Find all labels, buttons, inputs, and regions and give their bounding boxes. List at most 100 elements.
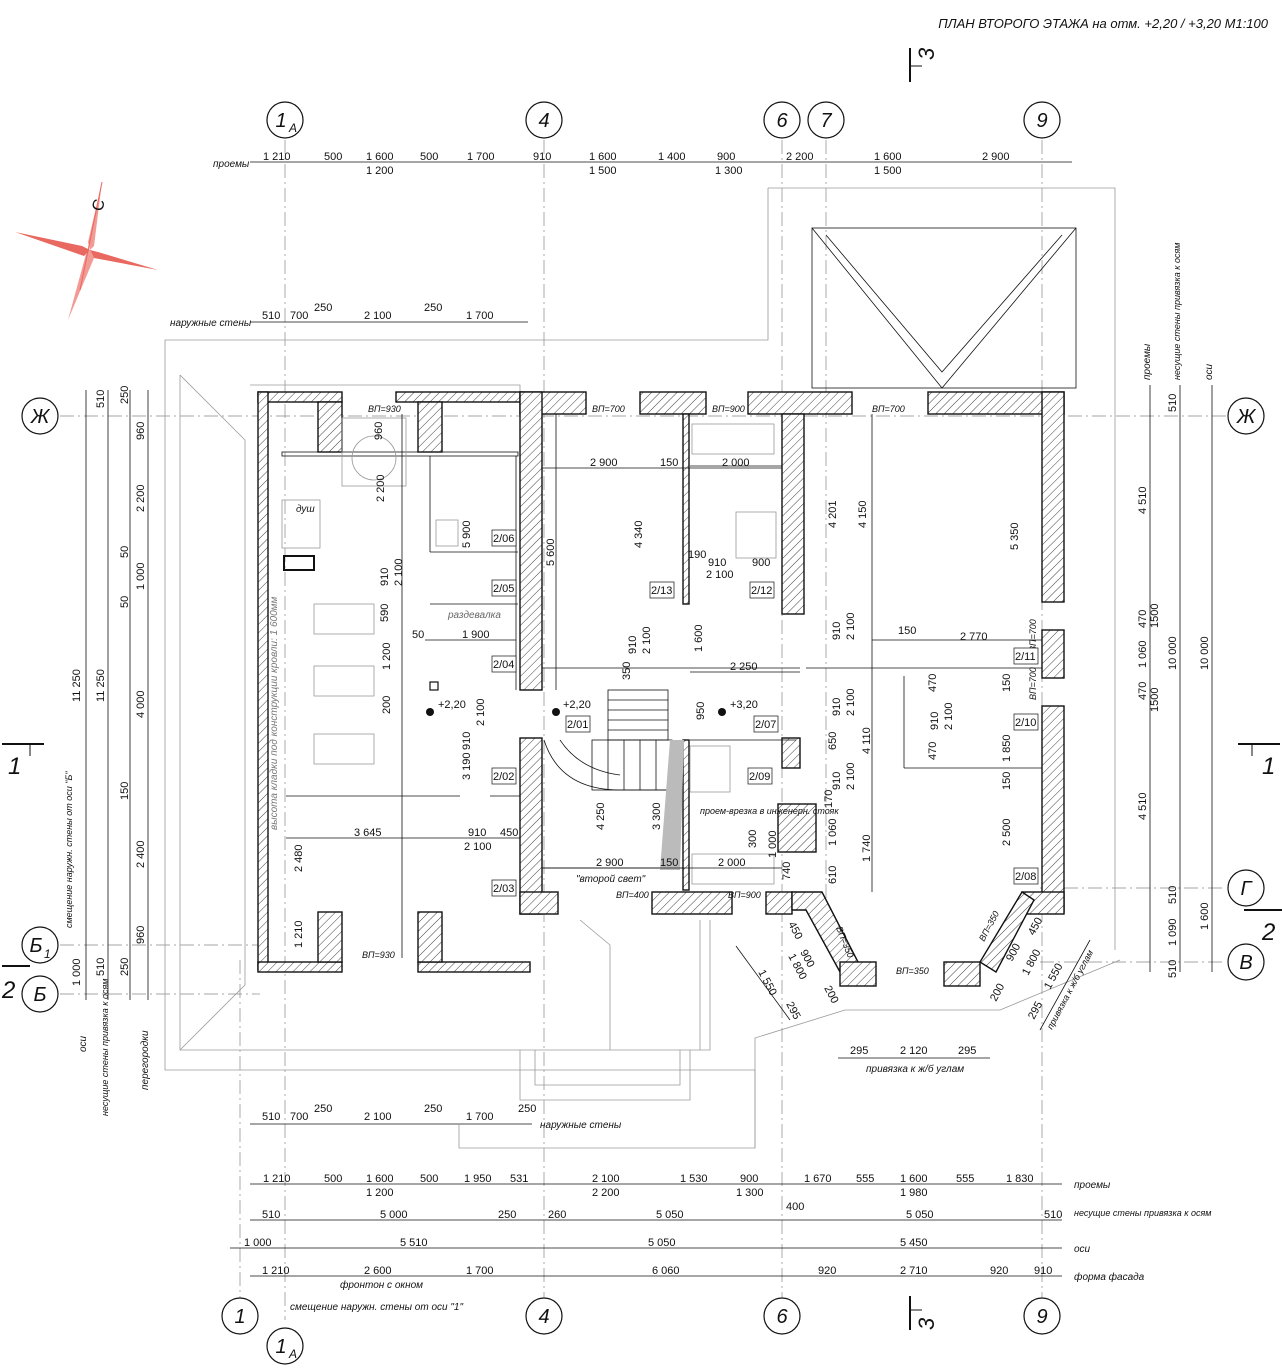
svg-text:4 250: 4 250	[595, 802, 607, 830]
svg-text:2 900: 2 900	[982, 151, 1010, 163]
svg-text:проемы: проемы	[213, 159, 250, 170]
room-tag-2-03: 2/03	[491, 879, 517, 897]
section-mark-3-bottom: 3	[909, 1296, 939, 1330]
svg-text:910: 910	[627, 636, 639, 654]
svg-text:4 340: 4 340	[633, 520, 645, 548]
svg-text:510: 510	[95, 390, 107, 408]
svg-text:650: 650	[827, 732, 839, 750]
svg-text:2/08: 2/08	[1015, 871, 1036, 883]
room-tag-2-05: 2/05	[491, 579, 517, 597]
compass-north-label: С	[89, 197, 108, 213]
room-tag-2-02: 2/02	[491, 767, 517, 785]
svg-text:2 100: 2 100	[475, 698, 487, 726]
svg-text:2 100: 2 100	[845, 762, 857, 790]
svg-text:1: 1	[1262, 753, 1275, 780]
svg-text:наружные стены: наружные стены	[540, 1120, 622, 1131]
svg-text:1 000: 1 000	[135, 562, 147, 590]
room-tag-2-07: 2/07	[753, 715, 779, 733]
svg-text:2/02: 2/02	[493, 771, 514, 783]
svg-text:610: 610	[827, 866, 839, 884]
svg-text:5 900: 5 900	[461, 520, 473, 548]
svg-text:500: 500	[324, 1173, 342, 1185]
svg-text:2 100: 2 100	[464, 841, 492, 853]
svg-text:295: 295	[958, 1045, 976, 1057]
axis-bubble-9-top: 9	[1023, 101, 1061, 139]
svg-text:510: 510	[1044, 1209, 1062, 1221]
svg-text:1 210: 1 210	[293, 920, 305, 948]
svg-text:2 100: 2 100	[845, 612, 857, 640]
svg-text:250: 250	[518, 1103, 536, 1115]
svg-text:910: 910	[929, 712, 941, 730]
room-tag-2-09: 2/09	[747, 767, 773, 785]
svg-text:смещение наружн. стены от оси: смещение наружн. стены от оси "Б"	[64, 771, 74, 928]
svg-text:400: 400	[786, 1201, 804, 1213]
svg-text:ВП=700: ВП=700	[1028, 619, 1038, 652]
svg-text:несущие стены привязка к осям: несущие стены привязка к осям	[1074, 1208, 1211, 1218]
svg-text:Ж: Ж	[1236, 406, 1257, 428]
svg-text:5 050: 5 050	[656, 1209, 684, 1221]
svg-text:4 110: 4 110	[861, 727, 873, 754]
svg-text:проемы: проемы	[1142, 343, 1153, 380]
svg-text:910: 910	[461, 732, 473, 750]
axis-bubble-g-right: Г	[1227, 869, 1265, 907]
svg-text:200: 200	[988, 982, 1007, 1004]
svg-text:2 000: 2 000	[718, 857, 746, 869]
svg-text:ВП=700: ВП=700	[1028, 667, 1038, 700]
room-tag-2-11: 2/11	[1013, 647, 1039, 665]
svg-text:9: 9	[1036, 110, 1047, 132]
svg-text:910: 910	[831, 622, 843, 640]
dim-column-left: 510 250 960 2 200 50 1 000 50 11 250 11 …	[64, 386, 151, 1116]
axis-lines	[60, 140, 1230, 1320]
svg-text:250: 250	[498, 1209, 516, 1221]
svg-text:510: 510	[262, 1209, 280, 1221]
svg-text:2 120: 2 120	[900, 1045, 928, 1057]
svg-text:2/07: 2/07	[755, 719, 776, 731]
svg-text:1 900: 1 900	[462, 629, 490, 641]
svg-text:510: 510	[1167, 960, 1179, 978]
section-mark-1-right: 1	[1238, 743, 1280, 780]
svg-text:150: 150	[119, 782, 131, 800]
svg-text:300: 300	[747, 830, 759, 848]
svg-text:700: 700	[290, 310, 308, 322]
svg-text:510: 510	[262, 310, 280, 322]
svg-text:1 600: 1 600	[1199, 902, 1211, 930]
svg-text:2/13: 2/13	[651, 585, 672, 597]
svg-text:1 700: 1 700	[467, 151, 495, 163]
svg-text:1 060: 1 060	[827, 818, 839, 846]
svg-text:1 600: 1 600	[366, 1173, 394, 1185]
svg-text:3 190: 3 190	[461, 752, 473, 780]
svg-text:470: 470	[1137, 610, 1149, 628]
svg-text:1 200: 1 200	[366, 165, 394, 177]
svg-text:1 400: 1 400	[658, 151, 686, 163]
svg-text:ВП=930: ВП=930	[368, 404, 401, 414]
svg-text:1 830: 1 830	[1006, 1173, 1034, 1185]
svg-text:1 950: 1 950	[464, 1173, 492, 1185]
axis-bubble-b-left: Б	[21, 975, 59, 1013]
section-mark-3-top: 3	[909, 47, 939, 82]
svg-text:2 100: 2 100	[592, 1173, 620, 1185]
svg-text:555: 555	[956, 1173, 974, 1185]
svg-text:1 000: 1 000	[71, 958, 83, 986]
room-tag-2-06: 2/06	[491, 529, 517, 547]
svg-text:несущие стены привязка к осям: несущие стены привязка к осям	[1172, 243, 1182, 380]
svg-text:высота кладки под конструкции: высота кладки под конструкции кровли: 1 …	[269, 596, 280, 830]
svg-text:2 100: 2 100	[845, 688, 857, 716]
room-texts: душ раздевалка "второй свет" проем-врезк…	[269, 504, 839, 885]
svg-text:оси: оси	[1204, 363, 1215, 380]
svg-text:295: 295	[1026, 1000, 1045, 1022]
svg-text:ВП=700: ВП=700	[592, 404, 625, 414]
svg-text:1 980: 1 980	[900, 1187, 928, 1199]
svg-text:250: 250	[314, 302, 332, 314]
svg-text:920: 920	[990, 1265, 1008, 1277]
dim-row-bottom-facade: 1 210 2 600 фронтон с окном 1 700 6 060 …	[250, 1265, 1145, 1291]
svg-text:6 060: 6 060	[652, 1265, 680, 1277]
svg-text:1 600: 1 600	[589, 151, 617, 163]
axis-bubble-b1-left: Б 1	[21, 926, 59, 964]
svg-text:2 100: 2 100	[364, 310, 392, 322]
room-tag-2-01: 2/01	[565, 715, 591, 733]
svg-text:2 200: 2 200	[135, 484, 147, 512]
roof-outline	[164, 187, 1121, 1149]
svg-text:9: 9	[1036, 1306, 1047, 1328]
svg-text:1 530: 1 530	[680, 1173, 708, 1185]
svg-text:910: 910	[831, 698, 843, 716]
